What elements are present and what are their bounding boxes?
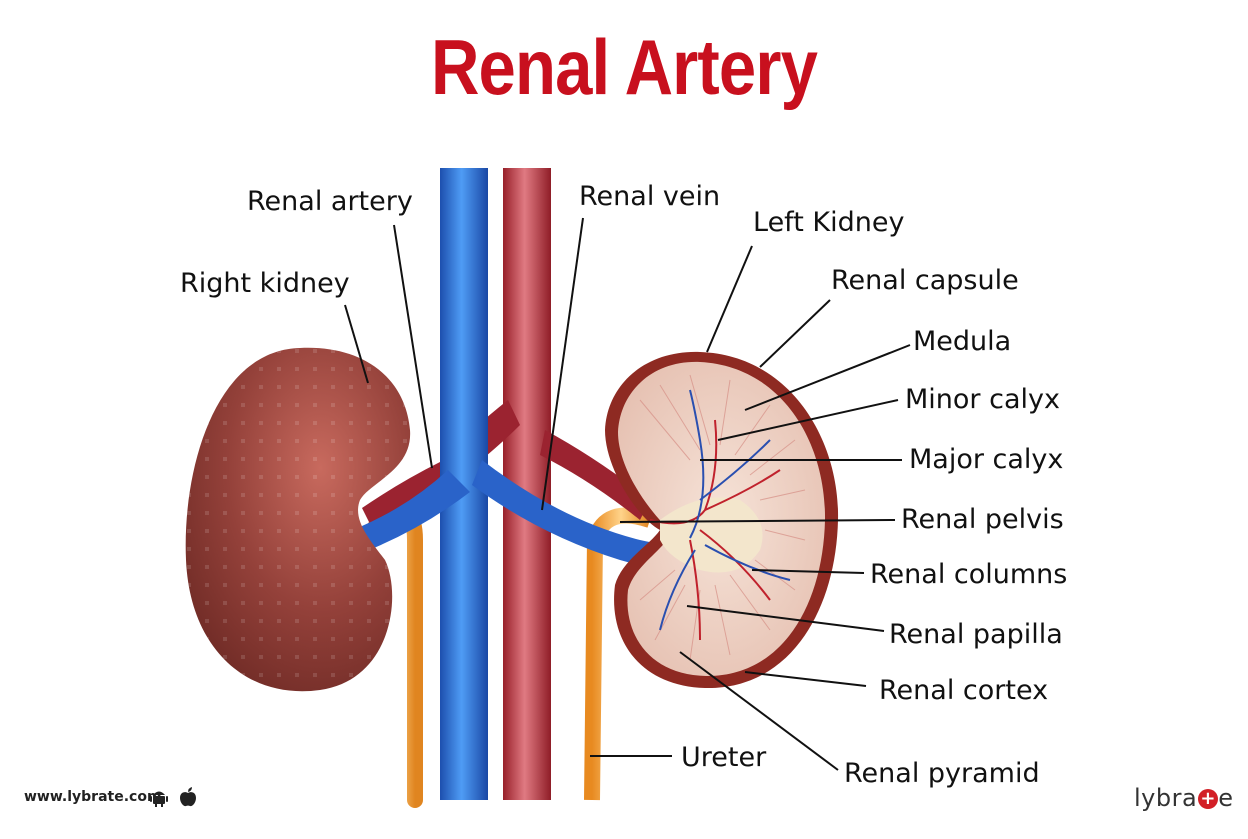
apple-icon[interactable] [177, 786, 199, 808]
label-renal-pelvis: Renal pelvis [901, 504, 1064, 535]
label-renal-papilla: Renal papilla [889, 619, 1063, 650]
brand-logo[interactable]: lybra+e [1134, 784, 1233, 812]
leader-lines [344, 217, 911, 771]
label-right-kidney: Right kidney [180, 268, 350, 299]
label-renal-cortex: Renal cortex [879, 675, 1049, 706]
label-renal-capsule: Renal capsule [831, 265, 1019, 296]
brand-plus-icon: + [1198, 789, 1219, 809]
label-medula: Medula [913, 326, 1012, 357]
android-icon[interactable] [148, 786, 170, 808]
label-major-calyx: Major calyx [909, 444, 1064, 475]
left-kidney [605, 351, 839, 689]
brand-text: lybra [1134, 784, 1198, 812]
brand-suffix: e [1218, 784, 1234, 812]
footer-url[interactable]: www.lybrate.com [24, 789, 162, 805]
vena-cava [362, 168, 700, 800]
right-kidney [185, 347, 411, 692]
label-minor-calyx: Minor calyx [905, 384, 1060, 415]
label-left-kidney: Left Kidney [753, 207, 905, 238]
label-renal-columns: Renal columns [870, 559, 1068, 590]
page-title: Renal Artery [430, 23, 818, 111]
label-renal-vein: Renal vein [579, 181, 721, 212]
label-ureter: Ureter [681, 742, 767, 773]
label-renal-pyramid: Renal pyramid [844, 758, 1040, 789]
label-renal-artery: Renal artery [247, 186, 413, 217]
